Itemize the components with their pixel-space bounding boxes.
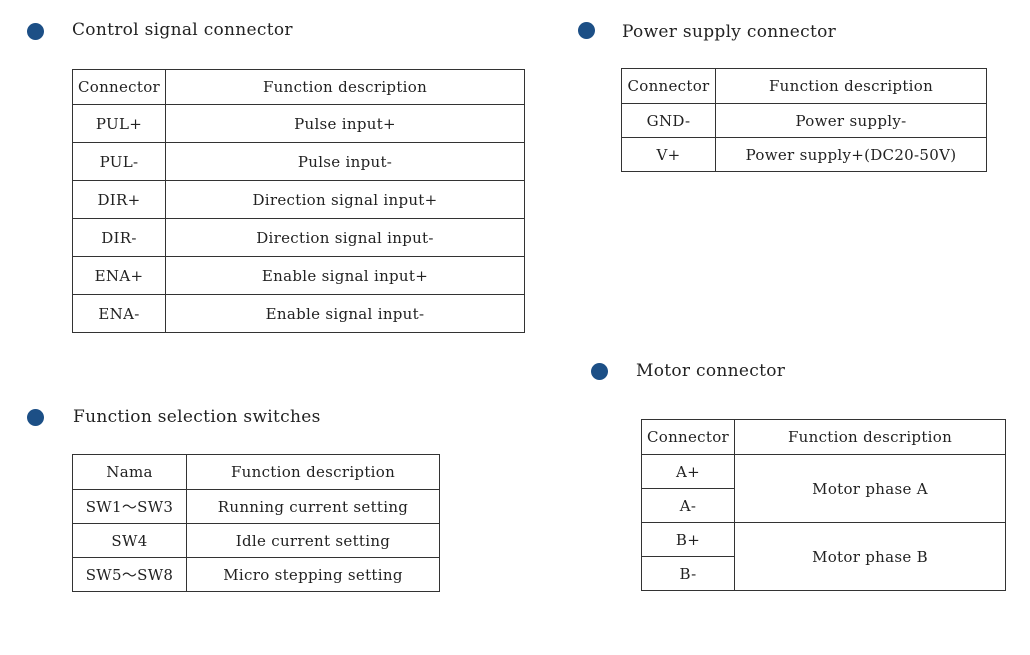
table-header: Connector [621,68,716,104]
description-cell: Pulse input- [165,142,525,181]
connector-cell: DIR- [72,218,166,257]
description-cell: Micro stepping setting [186,557,440,592]
connector-cell: ENA- [72,294,166,333]
pin-cell: B- [641,556,735,591]
table-header: Nama [72,454,187,490]
switch-name-cell: SW4 [72,523,187,558]
phase-cell: Motor phase B [734,522,1006,591]
table-header: Function description [186,454,440,490]
description-cell: Power supply- [715,103,987,138]
bullet-icon [591,363,608,380]
switch-name-cell: SW1～SW3 [72,489,187,524]
table-header: Connector [72,69,166,105]
power-table: Connector Function description GND-Power… [621,68,987,172]
motor-table: Connector Function description A+ Motor … [641,419,1006,591]
description-cell: Pulse input+ [165,104,525,143]
switches-heading: Function selection switches [73,407,321,427]
description-cell: Idle current setting [186,523,440,558]
table-header: Function description [734,419,1006,455]
connector-cell: ENA+ [72,256,166,295]
description-cell: Enable signal input- [165,294,525,333]
description-cell: Enable signal input+ [165,256,525,295]
table-header: Function description [165,69,525,105]
connector-cell: V+ [621,137,716,172]
bullet-icon [27,23,44,40]
bullet-icon [27,409,44,426]
pin-cell: A+ [641,454,735,489]
table-header: Connector [641,419,735,455]
control-heading: Control signal connector [72,20,293,40]
description-cell: Direction signal input- [165,218,525,257]
phase-cell: Motor phase A [734,454,1006,523]
description-cell: Direction signal input+ [165,180,525,219]
table-header: Function description [715,68,987,104]
pin-cell: B+ [641,522,735,557]
control-table: Connector Function description PUL+Pulse… [72,69,525,333]
motor-heading: Motor connector [636,361,786,381]
power-heading: Power supply connector [622,22,837,42]
switch-name-cell: SW5～SW8 [72,557,187,592]
description-cell: Running current setting [186,489,440,524]
connector-cell: GND- [621,103,716,138]
description-cell: Power supply+(DC20-50V) [715,137,987,172]
connector-cell: PUL+ [72,104,166,143]
pin-cell: A- [641,488,735,523]
connector-cell: DIR+ [72,180,166,219]
connector-cell: PUL- [72,142,166,181]
bullet-icon [578,22,595,39]
